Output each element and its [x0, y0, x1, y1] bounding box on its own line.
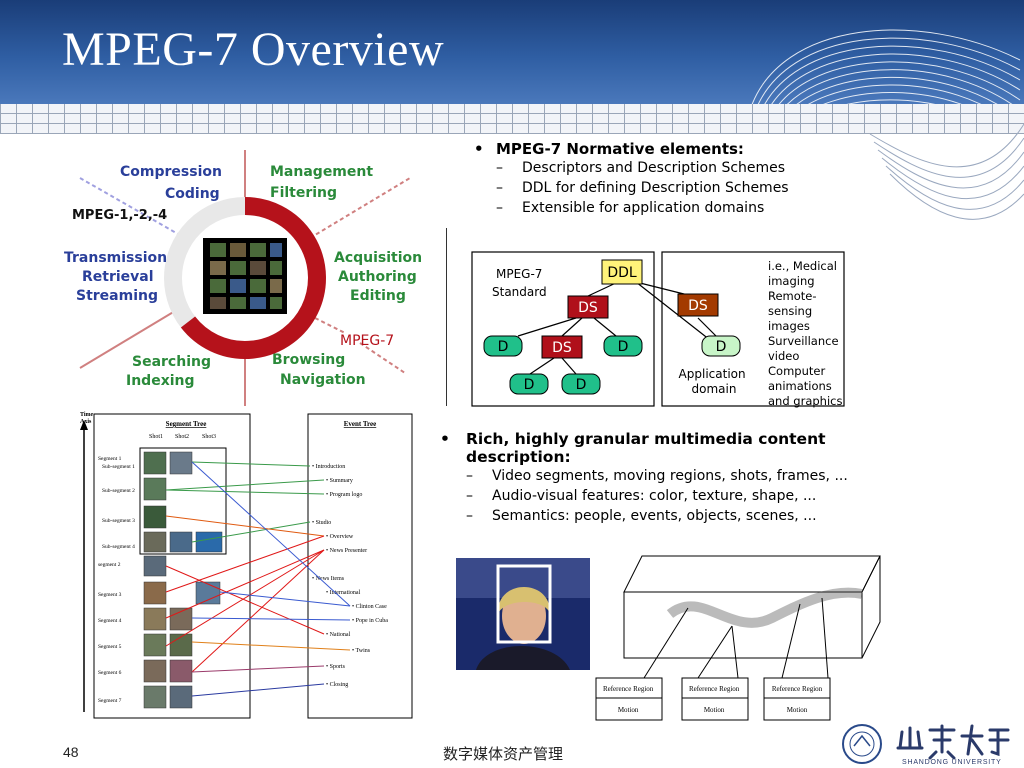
- motion-label: Motion: [618, 706, 639, 714]
- ring-label: Retrieval: [82, 269, 154, 285]
- svg-text:Time Axis: Time Axis: [80, 412, 95, 425]
- svg-text:Motion Motion Motion: Motion Motion Motion: [618, 706, 808, 714]
- ring-label: Authoring: [338, 269, 417, 285]
- event-tree-title: Event Tree: [344, 420, 376, 428]
- page-number: 48: [63, 744, 79, 760]
- segment-event-tree: Time Axis Segment Tree Event Tree Shot1 …: [80, 412, 413, 719]
- svg-text:Searching Indexing: Searching Indexing: [126, 354, 216, 389]
- motion-label: Motion: [787, 706, 808, 714]
- reference-region-label: Reference Region: [689, 685, 740, 693]
- svg-text:Application domain: Application domain: [679, 367, 750, 396]
- reference-region-label: Reference Region: [603, 685, 654, 693]
- d-box: D: [498, 339, 509, 355]
- normative-item: Descriptors and Description Schemes: [522, 160, 786, 176]
- ring-label: Editing: [350, 288, 406, 304]
- normative-item: DDL for defining Description Schemes: [522, 180, 789, 196]
- svg-text:Management Filtering: Management Filtering: [270, 164, 378, 201]
- motion-label: Motion: [704, 706, 725, 714]
- ring-label: Browsing: [272, 352, 345, 368]
- reference-region-label: Reference Region: [772, 685, 823, 693]
- d-box: D: [716, 339, 727, 355]
- presenter-photo: [456, 558, 590, 670]
- ds-box: DS: [578, 300, 598, 316]
- svg-text:Browsing Navigation: Browsing Navigation: [272, 352, 366, 388]
- rich-item: Semantics: people, events, objects, scen…: [492, 508, 817, 524]
- segment-tree-title: Segment Tree: [166, 420, 207, 428]
- slide-header: MPEG-7 Overview: [0, 0, 1024, 104]
- svg-text:Transmission Retrieval: Transmission Retrieval Streaming: [64, 250, 172, 304]
- ring-label-mpeg7: MPEG-7: [340, 333, 394, 349]
- ring-label: Indexing: [126, 373, 195, 389]
- rich-bullets: •Rich, highly granular multimedia conten…: [440, 430, 848, 524]
- svg-text:• Introduction • Summary: • Introduction • Summary • Program logo …: [312, 464, 389, 688]
- svg-text:i.e., Medical imaging: i.e., Medical imaging Remote- sensing im…: [768, 259, 842, 408]
- app-domain-label: domain: [692, 382, 737, 396]
- svg-text:Acquisition Authoring: Acquisition Authoring Editing: [334, 250, 427, 304]
- ring-label: Compression: [120, 164, 222, 180]
- ring-label: Management: [270, 164, 373, 180]
- ddl-box: DDL: [607, 265, 637, 281]
- ds-diagram: MPEG-7 Standard DDL DS DS DS D D D D D A…: [471, 251, 845, 408]
- svg-text:MPEG-7 Standard: MPEG-7 Standard: [492, 267, 547, 299]
- svg-text:Shot1 Shot2 Shot3: Shot1 Shot2 Shot3: [149, 434, 216, 440]
- ring-label: Searching: [132, 354, 211, 370]
- application-ring-diagram: Compression Coding MPEG-1,-2,-4 Transmis…: [64, 150, 427, 406]
- ds-box: DS: [688, 298, 708, 314]
- swirl-tail: [869, 123, 1024, 220]
- d-box: D: [576, 377, 587, 393]
- rich-heading: Rich, highly granular multimedia content: [466, 430, 826, 448]
- d-box: D: [618, 339, 629, 355]
- rich-item: Audio-visual features: color, texture, s…: [492, 488, 817, 504]
- d-box: D: [524, 377, 535, 393]
- ring-label: Transmission: [64, 250, 167, 266]
- ring-label: Streaming: [76, 288, 158, 304]
- header-grid-band: [0, 104, 1024, 134]
- footer-text: 数字媒体资产管理: [443, 745, 564, 763]
- rich-item: Video segments, moving regions, shots, f…: [492, 468, 848, 484]
- normative-bullets: •MPEG-7 Normative elements: –Descriptors…: [474, 140, 789, 216]
- svg-text:Compression Coding: Compression Coding: [120, 164, 227, 202]
- ds-box: DS: [552, 340, 572, 356]
- svg-text:Segment 1 Sub-segment 1: Segment 1 Sub-segment 1 Sub-segment 2 Su…: [98, 456, 136, 704]
- divider: [446, 228, 447, 406]
- app-domain-label: Application: [679, 367, 746, 381]
- ring-label-mpeg124: MPEG-1,-2,-4: [72, 208, 167, 223]
- swirl-decoration: [751, 29, 1021, 104]
- university-logo: SHANDONG UNIVERSITY: [842, 724, 1010, 766]
- moving-regions-diagram: Reference Region Reference Region Refere…: [595, 555, 881, 721]
- ring-label: Coding: [165, 186, 220, 202]
- ring-label: Acquisition: [334, 250, 422, 266]
- svg-text:Reference Region Reference: Reference Region Reference Region Refere…: [603, 685, 823, 693]
- normative-item: Extensible for application domains: [522, 200, 765, 216]
- ds-standard-label: MPEG-7: [496, 267, 542, 281]
- normative-heading: MPEG-7 Normative elements:: [496, 140, 744, 158]
- ring-label: Filtering: [270, 185, 337, 201]
- rich-heading: description:: [466, 448, 571, 466]
- logo-text: SHANDONG UNIVERSITY: [902, 759, 1002, 766]
- slide-title: MPEG-7 Overview: [62, 23, 445, 76]
- ds-standard-label: Standard: [492, 285, 547, 299]
- ring-label: Navigation: [280, 372, 366, 388]
